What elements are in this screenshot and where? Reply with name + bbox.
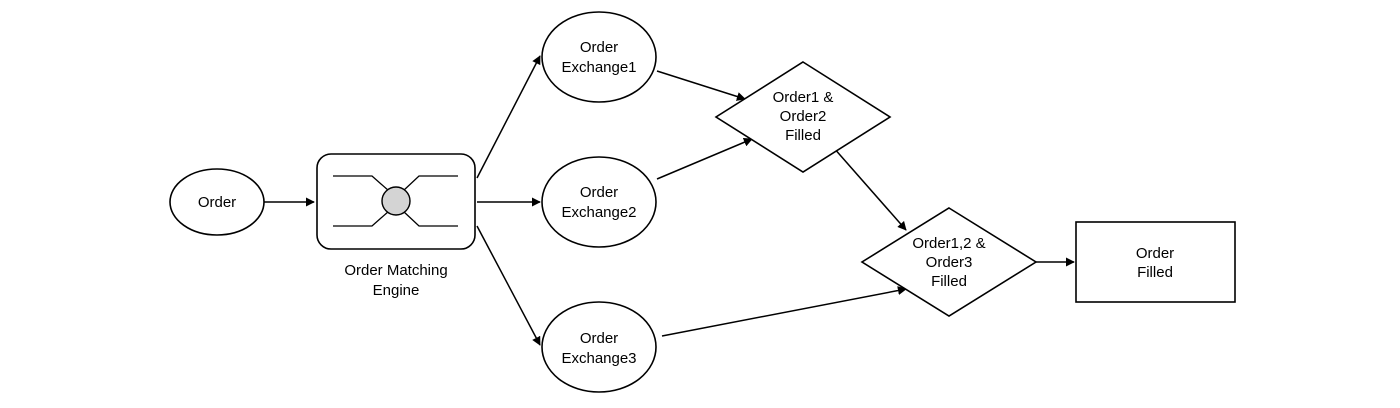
order-filled-box <box>1075 221 1236 303</box>
order-label: Order <box>198 194 236 211</box>
engine-matching-lines-icon <box>333 175 458 227</box>
decision2-label-line2: Order3 <box>926 254 973 271</box>
edge-exchange3-to-decision2 <box>661 286 907 337</box>
engine-caption-line1: Order Matching <box>344 262 447 279</box>
decision2-diamond <box>860 207 1038 317</box>
exchange1-node: Order Exchange1 <box>541 11 657 103</box>
edge-exchange2-to-decision1 <box>656 137 753 180</box>
decision2-label-line3: Filled <box>931 273 967 290</box>
exchange1-label-line1: Order <box>580 39 618 56</box>
decision2-node: Order1,2 & Order3 Filled <box>860 207 1038 317</box>
exchange2-label-line1: Order <box>580 184 618 201</box>
engine-caption-line2: Engine <box>373 282 420 299</box>
edge-engine-to-exchange3 <box>476 225 541 346</box>
exchange2-node: Order Exchange2 <box>541 156 657 248</box>
decision1-node: Order1 & Order2 Filled <box>714 61 892 173</box>
exchange3-label-line2: Exchange3 <box>561 350 636 367</box>
exchange1-ellipse <box>541 11 657 103</box>
exchange2-label-line2: Exchange2 <box>561 204 636 221</box>
order-node: Order <box>169 168 265 236</box>
decision1-label-line2: Order2 <box>780 108 827 125</box>
edges <box>264 55 1075 346</box>
decision1-label-line1: Order1 & <box>773 89 834 106</box>
engine-hub-icon <box>381 186 411 216</box>
exchange2-ellipse <box>541 156 657 248</box>
edge-exchange1-to-decision1 <box>656 70 746 101</box>
order-ellipse <box>169 168 265 236</box>
order-filled-node: Order Filled <box>1075 221 1236 303</box>
order-filled-label-line1: Order <box>1136 245 1174 262</box>
order-filled-label-line2: Filled <box>1137 264 1173 281</box>
decision1-label-line3: Filled <box>785 127 821 144</box>
edge-engine-to-exchange1 <box>476 55 541 179</box>
exchange3-node: Order Exchange3 <box>541 301 657 393</box>
exchange1-label-line2: Exchange1 <box>561 59 636 76</box>
edge-decision1-to-decision2 <box>832 146 907 231</box>
exchange3-label-line1: Order <box>580 330 618 347</box>
decision1-diamond <box>714 61 892 173</box>
order-matching-engine-node: Order Matching Engine <box>316 153 476 299</box>
exchange3-ellipse <box>541 301 657 393</box>
decision2-label-line1: Order1,2 & <box>912 235 985 252</box>
